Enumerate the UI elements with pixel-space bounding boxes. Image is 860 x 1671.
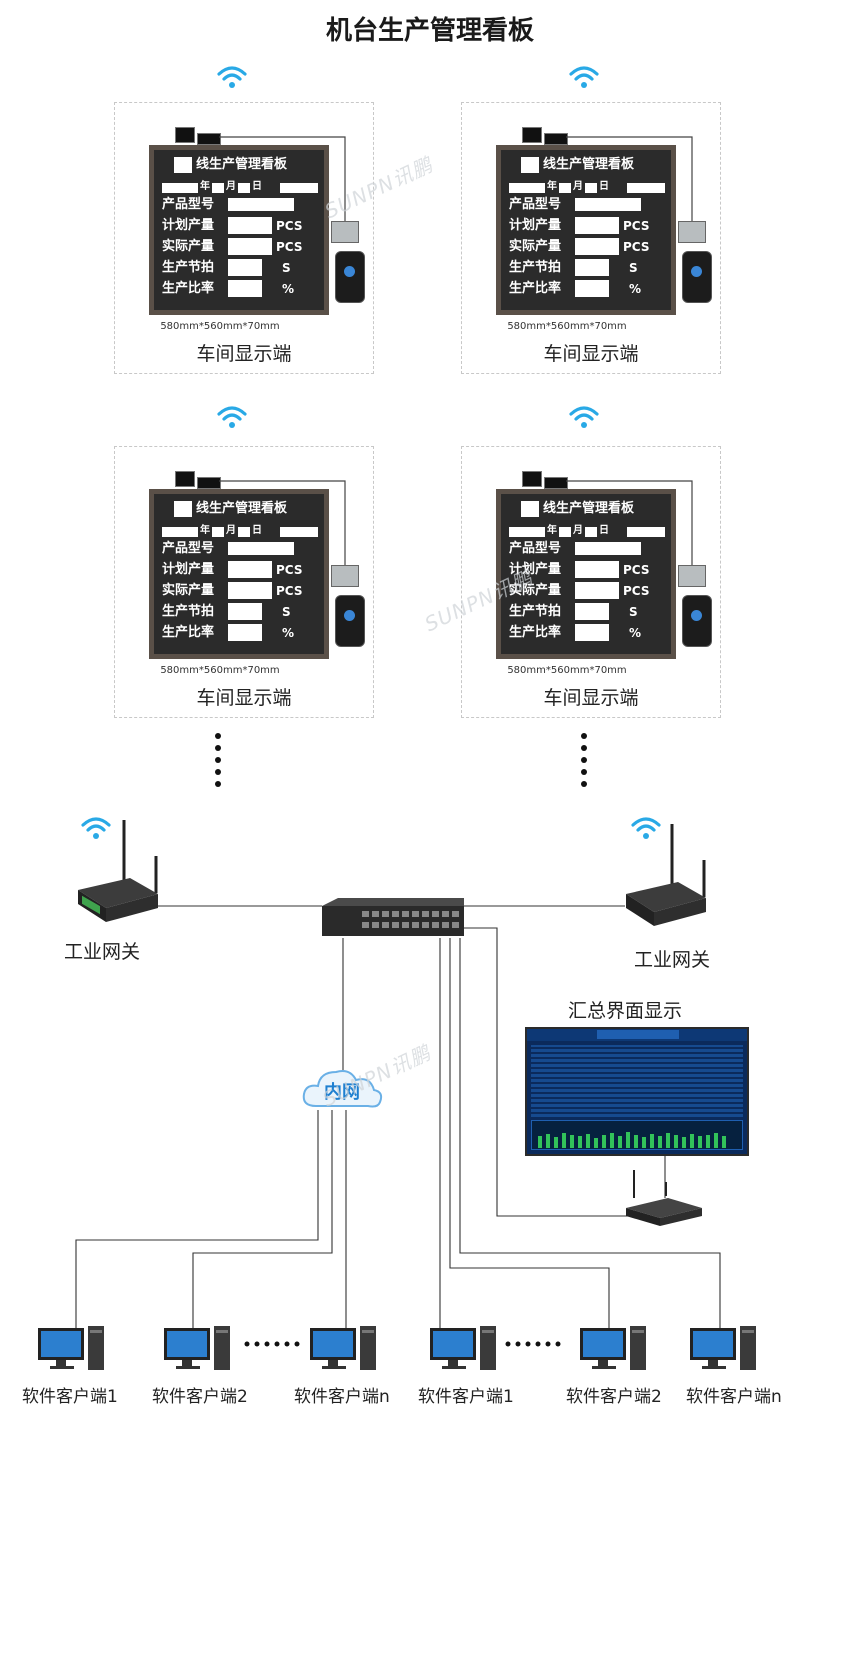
remote-control xyxy=(335,251,365,303)
board-dimensions: 580mm*560mm*70mm xyxy=(160,321,280,332)
remote-control xyxy=(682,595,712,647)
computer-icon xyxy=(38,1326,104,1370)
more-dots xyxy=(244,1341,300,1347)
row-label: 生产比率 xyxy=(162,281,215,296)
receiver-box xyxy=(197,133,221,145)
computer-icon xyxy=(164,1326,230,1370)
wifi-icon xyxy=(81,817,111,839)
more-dots xyxy=(215,733,221,793)
card-caption: 车间显示端 xyxy=(543,687,639,709)
wifi-icon xyxy=(217,66,247,88)
gateway-label: 工业网关 xyxy=(64,941,141,963)
computer-icon xyxy=(690,1326,756,1370)
client-label: 软件客户端2 xyxy=(566,1387,662,1407)
client-label: 软件客户端n xyxy=(686,1387,782,1407)
host-device-icon xyxy=(626,1170,702,1226)
client-label: 软件客户端n xyxy=(294,1387,390,1407)
cloud-icon xyxy=(302,1070,383,1108)
summary-label: 汇总界面显示 xyxy=(568,1000,683,1022)
cable-line xyxy=(566,136,693,221)
client-label: 软件客户端2 xyxy=(152,1387,248,1407)
cable-line xyxy=(219,480,346,565)
sensor xyxy=(678,221,706,243)
computer-icon xyxy=(580,1326,646,1370)
card-caption: 车间显示端 xyxy=(196,687,292,709)
computer-icon xyxy=(310,1326,376,1370)
sensor xyxy=(331,221,359,243)
sensor xyxy=(331,565,359,587)
wifi-icon xyxy=(631,817,661,839)
gateway-device-icon xyxy=(626,824,706,926)
card-caption: 车间显示端 xyxy=(543,343,639,365)
wifi-icon xyxy=(217,406,247,428)
card-caption: 车间显示端 xyxy=(196,343,292,365)
row-label: 产品型号 xyxy=(162,197,215,212)
receiver-box xyxy=(175,127,195,143)
wifi-icon xyxy=(569,406,599,428)
client-label: 软件客户端1 xyxy=(418,1387,514,1407)
board-header: 线生产管理看板 xyxy=(196,157,288,172)
more-dots xyxy=(581,733,587,793)
row-label: 生产节拍 xyxy=(162,260,215,275)
more-dots xyxy=(505,1341,561,1347)
intranet-label: 内网 xyxy=(324,1082,360,1103)
page-title: 机台生产管理看板 xyxy=(325,16,534,46)
cable-line xyxy=(566,480,693,565)
computer-icon xyxy=(430,1326,496,1370)
row-label: 实际产量 xyxy=(162,239,215,254)
summary-bar-marks xyxy=(538,1132,726,1148)
wifi-icon xyxy=(569,66,599,88)
client-label: 软件客户端1 xyxy=(22,1387,118,1407)
gateway-label: 工业网关 xyxy=(634,949,711,971)
sensor xyxy=(678,565,706,587)
remote-control xyxy=(335,595,365,647)
remote-control xyxy=(682,251,712,303)
row-label: 计划产量 xyxy=(162,218,215,233)
gateway-device-icon xyxy=(78,820,158,922)
network-switch-icon xyxy=(322,898,464,936)
cable-line xyxy=(219,136,346,221)
